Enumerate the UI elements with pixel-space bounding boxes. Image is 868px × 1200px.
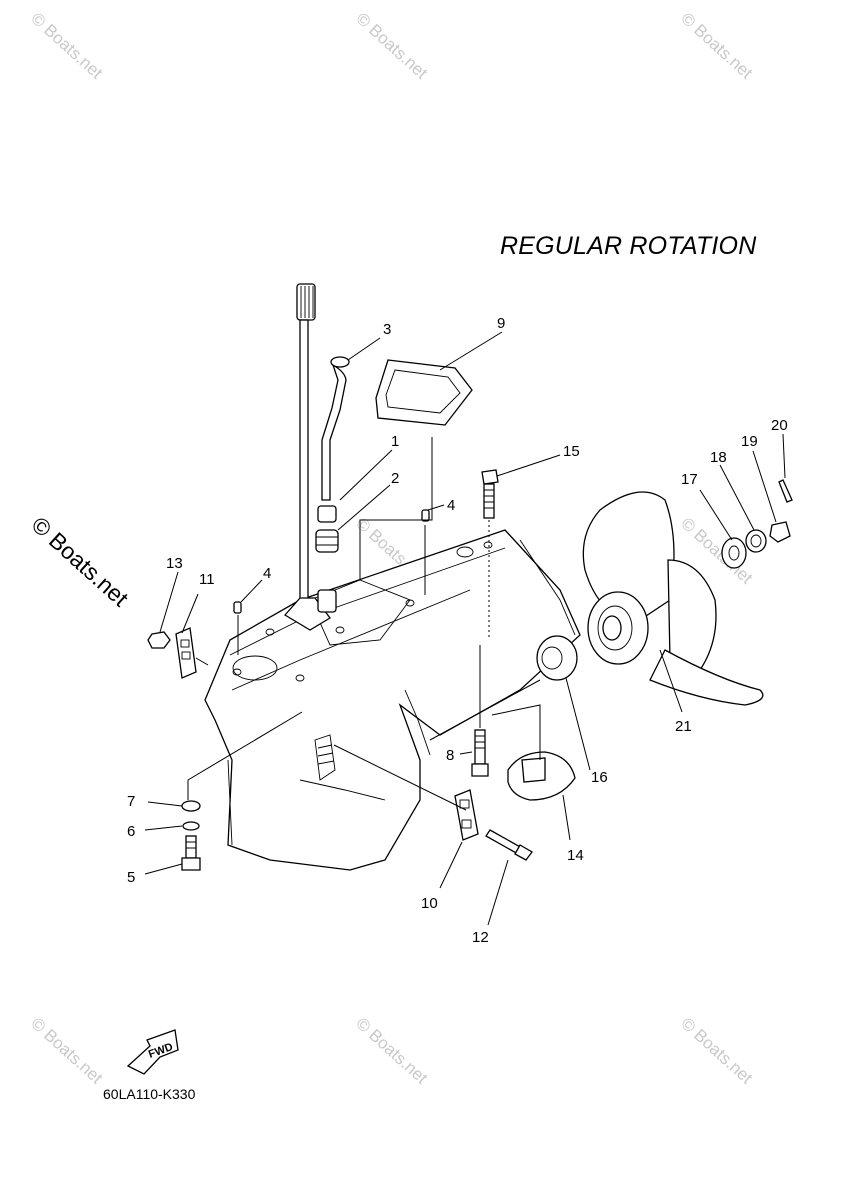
callout-2: 2 [391,470,399,487]
dowel-pins [233,509,430,614]
callout-19: 19 [741,433,758,450]
drawing-code: 60LA110-K330 [103,1086,196,1102]
bolt-8 [471,729,489,777]
callout-16: 16 [591,769,608,786]
spacer-16 [536,635,578,681]
callout-3: 3 [383,321,391,338]
propeller-21 [582,491,764,706]
gasket [375,359,473,426]
bolt-5-washers [181,800,201,871]
watermark-top-left: © Boats.net [27,9,106,83]
callout-9: 9 [497,315,505,332]
watermark-bottom-right: © Boats.net [677,1014,756,1088]
callout-13: 13 [166,555,183,572]
screw-12 [485,829,533,861]
cover-10 [454,789,479,841]
callout-4-right: 4 [447,497,455,514]
diagram-heading: REGULAR ROTATION [500,232,757,260]
hub-parts [721,479,793,569]
callout-11: 11 [199,571,215,588]
watermark-bottom-center: © Boats.net [352,1014,431,1088]
callout-8: 8 [446,747,454,764]
callout-7: 7 [127,793,135,810]
callout-1: 1 [391,433,399,450]
callout-21: 21 [675,718,692,735]
watermark-top-center: © Boats.net [352,9,431,83]
assembly-lines [187,437,541,811]
watermark-bottom-left: © Boats.net [27,1014,106,1088]
callout-15: 15 [563,443,580,460]
grommets [315,505,339,613]
anode-14 [507,751,576,801]
cover-11 [175,627,197,679]
callout-numbers: 1 2 3 4 4 5 6 7 8 9 10 11 12 13 14 15 16… [127,315,788,946]
nut-13 [147,631,171,649]
callout-4-left: 4 [263,565,271,582]
watermark-left-side: © Boats.net [27,511,134,611]
callout-17: 17 [681,471,698,488]
fwd-arrow-icon: FWD [126,1029,179,1075]
callout-14: 14 [567,847,584,864]
callout-18: 18 [710,449,727,466]
callout-leaders [144,331,786,926]
water-tube [321,356,350,501]
callout-12: 12 [472,929,489,946]
callout-5: 5 [127,869,135,886]
callout-6: 6 [127,823,135,840]
callout-20: 20 [771,417,788,434]
watermark-top-right: © Boats.net [677,9,756,83]
callout-10: 10 [421,895,438,912]
bolt-15 [481,469,499,519]
